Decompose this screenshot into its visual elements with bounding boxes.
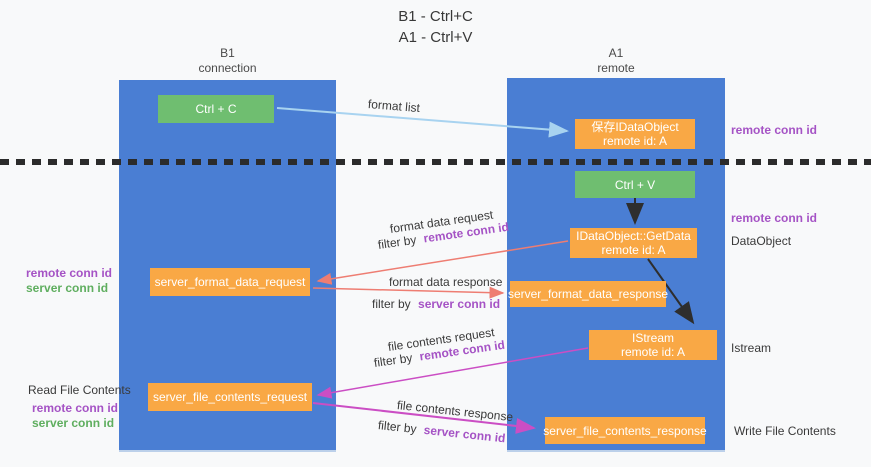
node-ctrl-c-label: Ctrl + C (195, 102, 237, 116)
server-conn-id-text: server conn id (418, 297, 501, 311)
node-save-idataobject-line2: remote id: A (602, 134, 668, 148)
node-getdata-line2: remote id: A (601, 243, 666, 257)
node-server-format-data-request-label: server_format_data_request (154, 275, 306, 289)
lane-a1-name: A1 (608, 46, 624, 60)
annotation-remote-conn-id-left-top: remote conn id (26, 266, 113, 280)
annotation-server-conn-id-left-top: server conn id (26, 281, 109, 295)
annotation-server-conn-id-left-bottom: server conn id (32, 416, 115, 430)
filter-by-text: filter by (377, 232, 418, 252)
title-line-1: B1 - Ctrl+C (398, 8, 473, 25)
annotation-remote-conn-id-left-bottom: remote conn id (32, 401, 119, 415)
node-server-file-contents-request: server_file_contents_request (148, 383, 312, 411)
annotation-read-file-contents: Read File Contents (28, 383, 131, 397)
node-istream-line1: IStream (631, 331, 674, 345)
lane-header-a1: A1 remote (507, 46, 725, 76)
node-server-file-contents-response-label: server_file_contents_response (543, 423, 707, 438)
annotation-write-file-contents: Write File Contents (734, 424, 836, 438)
annotation-remote-conn-id-mid-right: remote conn id (731, 211, 818, 225)
node-save-idataobject: 保存IDataObject remote id: A (575, 119, 695, 149)
diagram-title: B1 - Ctrl+C A1 - Ctrl+V (0, 6, 871, 48)
annotation-remote-conn-id-top-right: remote conn id (731, 123, 818, 137)
lane-a1-role: remote (597, 61, 635, 75)
node-server-format-data-response-label: server_format_data_response (507, 287, 669, 301)
filter-by-text: filter by (372, 297, 411, 311)
node-istream-line2: remote id: A (620, 345, 686, 359)
label-filter-by-server-conn-id-2: filter by server conn id (377, 418, 506, 445)
server-conn-id-text: server conn id (423, 422, 507, 446)
label-format-data-response: format data response (389, 275, 503, 289)
node-ctrl-v-label: Ctrl + V (614, 177, 656, 192)
node-server-format-data-response: server_format_data_response (507, 281, 669, 307)
filter-by-text: filter by (377, 418, 418, 437)
node-idataobject-getdata: IDataObject::GetData remote id: A (570, 228, 697, 258)
label-filter-by-server-conn-id-1: filter by server conn id (372, 297, 500, 311)
annotation-istream: Istream (731, 341, 772, 355)
node-getdata-line1: IDataObject::GetData (576, 229, 691, 243)
annotation-dataobject: DataObject (731, 234, 792, 248)
label-file-contents-response: file contents response (396, 398, 514, 425)
node-server-format-data-request: server_format_data_request (150, 268, 310, 296)
node-server-file-contents-response: server_file_contents_response (543, 417, 707, 444)
title-line-2: A1 - Ctrl+V (398, 29, 473, 46)
lane-b1-name: B1 (220, 46, 235, 60)
label-format-list: format list (367, 97, 421, 116)
lane-header-b1: B1 connection (119, 46, 336, 76)
node-istream: IStream remote id: A (589, 330, 717, 360)
node-ctrl-v: Ctrl + V (575, 171, 695, 198)
node-save-idataobject-line1: 保存IDataObject (591, 120, 679, 134)
node-ctrl-c: Ctrl + C (158, 95, 274, 123)
node-server-file-contents-request-label: server_file_contents_request (152, 390, 308, 404)
lane-b1-role: connection (198, 61, 257, 75)
filter-by-text: filter by (373, 350, 414, 370)
